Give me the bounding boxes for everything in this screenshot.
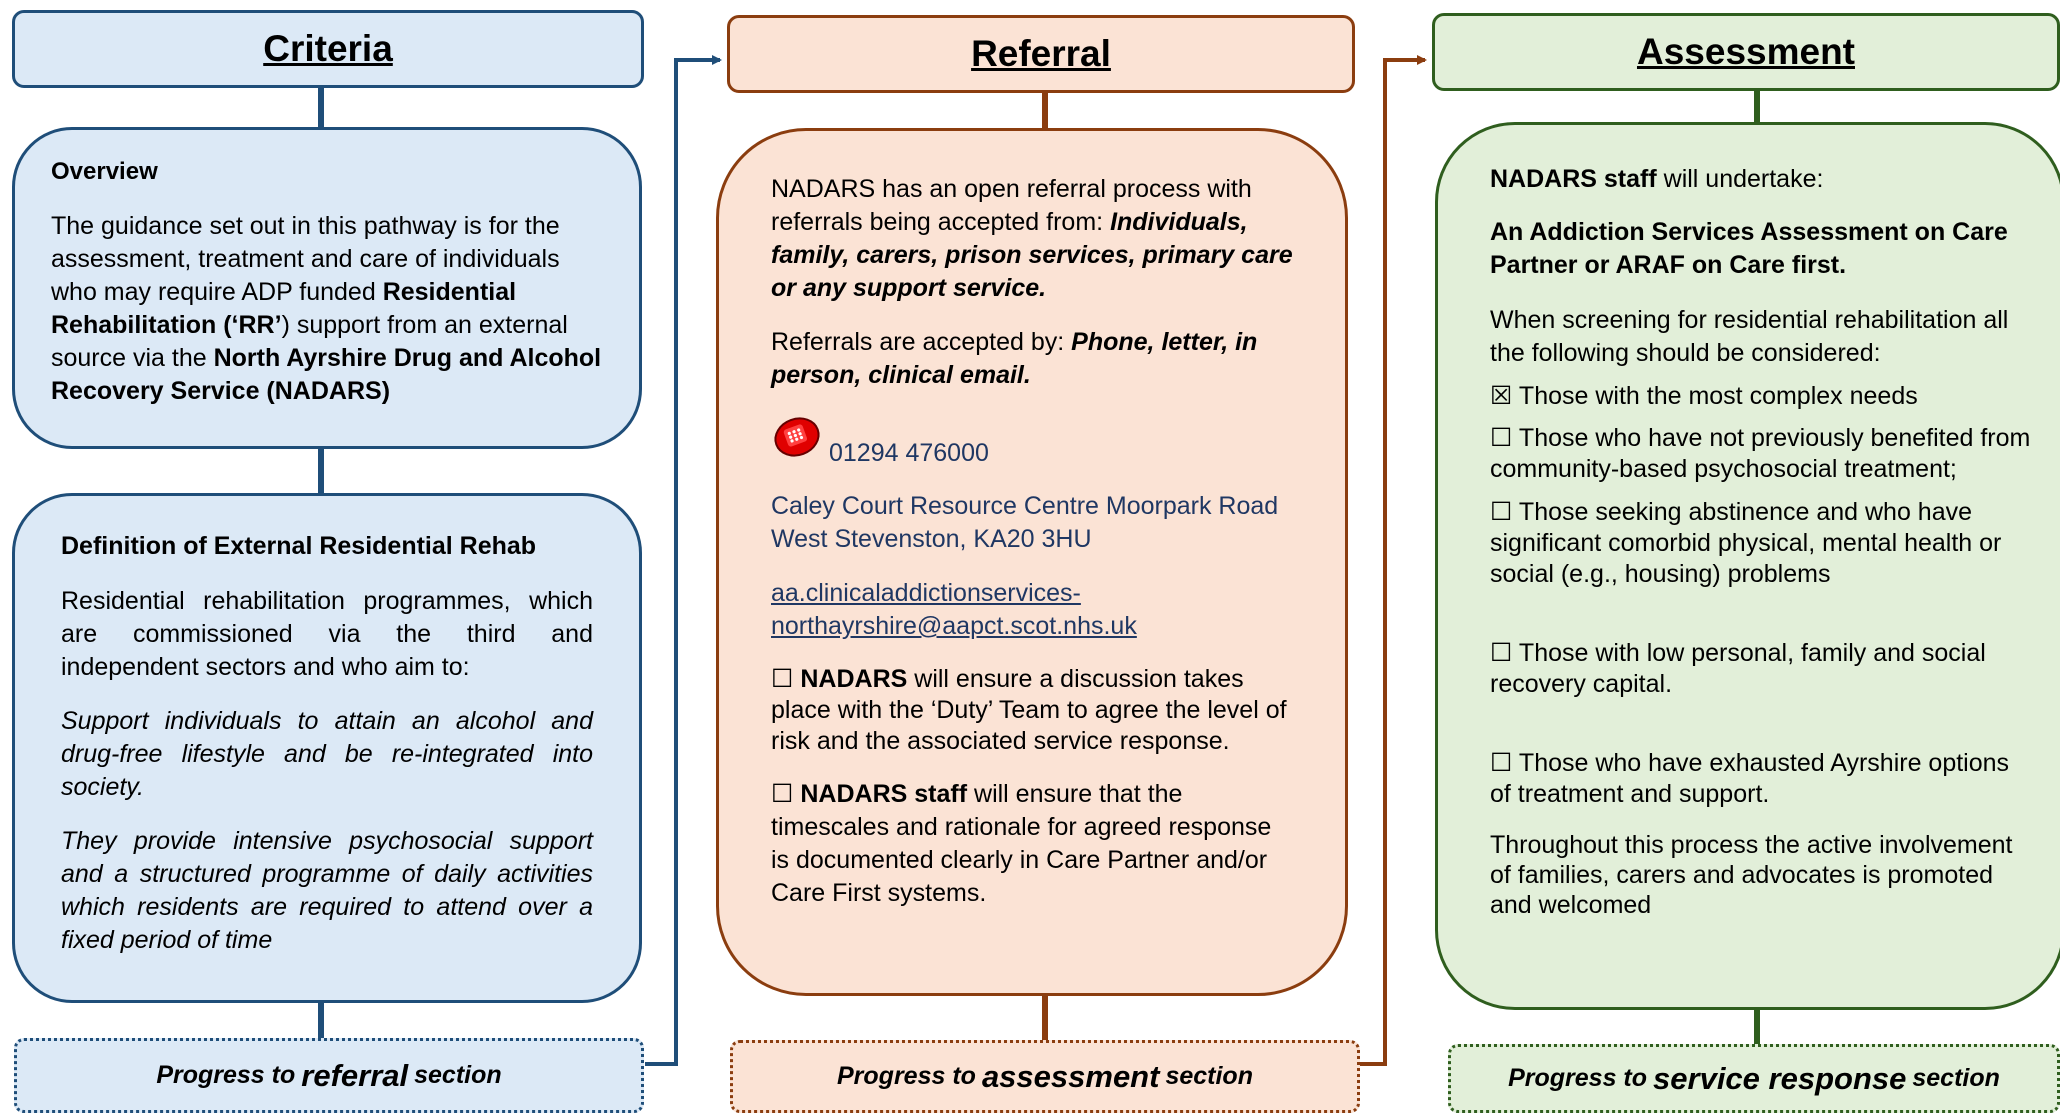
progress-to-service-response[interactable]: Progress to service response section	[1448, 1044, 2060, 1113]
assessment-item-0: ☒ Those with the most complex needs	[1490, 382, 1918, 410]
assessment-screening: When screening for residential rehabilit…	[1490, 306, 2009, 367]
progress-to-assessment[interactable]: Progress to assessment section	[730, 1040, 1360, 1113]
referral-sources: NADARS has an open referral process with…	[771, 175, 1293, 302]
assessment-item-4: ☐ Those who have exhausted Ayrshire opti…	[1490, 749, 2010, 808]
referral-phone-number[interactable]: 01294 476000	[829, 439, 989, 467]
checked-box-icon[interactable]: ☒	[1490, 382, 1513, 410]
referral-phone-line: 01294 476000	[771, 413, 1295, 470]
checkbox-icon[interactable]: ☐	[1490, 639, 1513, 667]
assessment-box: NADARS staff will undertake: An Addictio…	[1435, 122, 2060, 1010]
definition-para-2: Support individuals to attain an alcohol…	[61, 707, 593, 801]
assessment-intro: NADARS staff will undertake:	[1490, 165, 1824, 193]
criteria-title: Criteria	[263, 28, 393, 69]
assessment-closing: Throughout this process the active invol…	[1490, 831, 2013, 919]
telephone-icon	[771, 413, 823, 470]
definition-box: Definition of External Residential Rehab…	[12, 493, 642, 1003]
referral-item-documentation: ☐ NADARS staff will ensure that the time…	[771, 780, 1272, 907]
assessment-item-2: ☐ Those seeking abstinence and who have …	[1490, 498, 2002, 588]
definition-para-1: Residential rehabilitation programmes, w…	[61, 587, 593, 681]
assessment-title: Assessment	[1636, 31, 1855, 72]
referral-box: NADARS has an open referral process with…	[716, 128, 1348, 996]
overview-heading: Overview	[51, 158, 158, 185]
referral-methods: Referrals are accepted by: Phone, letter…	[771, 328, 1258, 389]
checkbox-icon[interactable]: ☐	[771, 665, 794, 693]
checkbox-icon[interactable]: ☐	[771, 780, 794, 808]
overview-text: The guidance set out in this pathway is …	[51, 212, 602, 405]
checkbox-icon[interactable]: ☐	[1490, 749, 1513, 777]
criteria-to-referral-arrow	[645, 55, 722, 1066]
criteria-header: Criteria	[12, 10, 644, 88]
assessment-heading: An Addiction Services Assessment on Care…	[1490, 218, 2008, 279]
checkbox-icon[interactable]: ☐	[1490, 498, 1513, 526]
referral-header: Referral	[727, 15, 1355, 93]
assessment-item-1: ☐ Those who have not previously benefite…	[1490, 424, 2031, 483]
definition-heading: Definition of External Residential Rehab	[61, 532, 537, 560]
overview-box: Overview The guidance set out in this pa…	[12, 127, 642, 449]
definition-para-3: They provide intensive psychosocial supp…	[61, 827, 593, 954]
assessment-item-3: ☐ Those with low personal, family and so…	[1490, 639, 1986, 698]
referral-email[interactable]: aa.clinicaladdictionservices- northayrsh…	[771, 579, 1137, 640]
assessment-header: Assessment	[1432, 13, 2060, 91]
checkbox-icon[interactable]: ☐	[1490, 424, 1513, 452]
referral-title: Referral	[971, 33, 1111, 74]
referral-to-assessment-arrow	[1360, 55, 1427, 1066]
progress-to-referral[interactable]: Progress to referral section	[14, 1038, 644, 1113]
referral-address: Caley Court Resource Centre Moorpark Roa…	[771, 492, 1279, 553]
referral-item-duty: ☐ NADARS will ensure a discussion takes …	[771, 665, 1287, 755]
